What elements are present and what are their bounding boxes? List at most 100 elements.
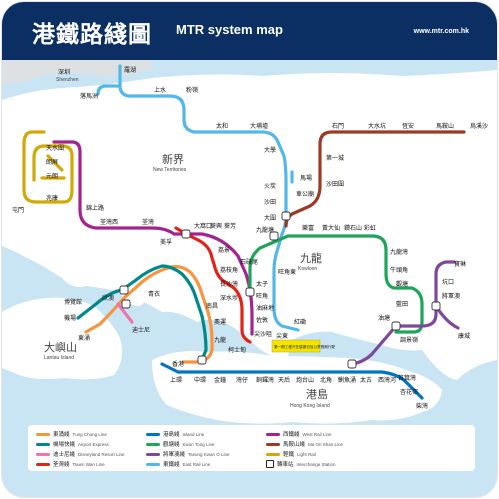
station-sheung-wan[interactable]: 上環 xyxy=(170,376,182,384)
station-long-ping[interactable]: 朗屏 xyxy=(46,158,58,166)
station-university[interactable]: 大學 xyxy=(264,146,276,154)
station-kowloon-tong[interactable]: 九龍塘 xyxy=(256,226,274,234)
interchange-prince-edward[interactable] xyxy=(245,287,255,297)
station-lohas-park[interactable]: 康城 xyxy=(458,332,470,340)
station-diamond-hill[interactable]: 鑽石山 xyxy=(344,224,362,232)
station-lok-fu[interactable]: 樂富 xyxy=(302,224,314,232)
station-kwai-hing[interactable]: 葵興 xyxy=(210,222,222,230)
station-ma-on-shan[interactable]: 馬鞍山 xyxy=(436,122,454,130)
station-yuen-long[interactable]: 元朗 xyxy=(46,172,58,180)
station-shek-mun[interactable]: 石門 xyxy=(332,123,344,130)
station-austin[interactable]: 柯士甸 xyxy=(228,346,246,354)
station-tin-shui-wai[interactable]: 天水圍 xyxy=(46,144,64,152)
station-asiaworld[interactable]: 博覽館 xyxy=(64,298,82,306)
station-lok-ma-chau[interactable]: 落馬洲 xyxy=(80,92,98,100)
station-chai-wan[interactable]: 柴灣 xyxy=(416,402,428,410)
station-hung-hom[interactable]: 紅磡 xyxy=(294,318,306,326)
station-shau-kei-wan[interactable]: 筲箕灣 xyxy=(398,374,416,382)
station-yau-tong[interactable]: 油塘 xyxy=(378,314,390,322)
station-jordan[interactable]: 佐敦 xyxy=(256,316,268,324)
station-east-tsim-sha-tsui[interactable]: 尖東 xyxy=(276,332,288,340)
station-tai-koo[interactable]: 太古 xyxy=(360,376,372,384)
station-fanling[interactable]: 粉嶺 xyxy=(186,86,198,94)
station-tai-shui-hang[interactable]: 大水坑 xyxy=(368,122,386,130)
station-sai-wan-ho[interactable]: 西灣河 xyxy=(378,376,396,384)
station-cheung-sha-wan[interactable]: 長沙灣 xyxy=(220,280,238,288)
station-tuen-mun[interactable]: 屯門 xyxy=(12,206,24,214)
station-fo-tan[interactable]: 火炭 xyxy=(264,183,276,190)
station-choi-hung[interactable]: 彩虹 xyxy=(364,224,376,232)
station-sunny-bay[interactable]: 欣澳 xyxy=(102,294,114,302)
interchange-tai-wai[interactable] xyxy=(281,211,291,221)
station-mei-foo[interactable]: 美孚 xyxy=(160,238,172,246)
station-admiralty[interactable]: 金鐘 xyxy=(214,376,226,384)
station-disneyland[interactable]: 迪士尼 xyxy=(132,326,150,334)
station-tsuen-wan-west[interactable]: 荃灣西 xyxy=(100,218,118,226)
station-causeway-bay[interactable]: 銅鑼灣 xyxy=(256,376,274,384)
station-tseung-kwan-o[interactable]: 將軍澳 xyxy=(442,292,460,300)
interchange-tko[interactable] xyxy=(431,301,441,311)
interchange-kowloon-tong[interactable] xyxy=(269,231,279,241)
station-sha-tin-wai[interactable]: 沙田圍 xyxy=(326,181,344,188)
interchange-central[interactable] xyxy=(197,355,207,365)
station-kowloon[interactable]: 九龍 xyxy=(214,336,226,344)
station-heng-fa-chuen[interactable]: 杏花邨 xyxy=(400,388,418,396)
station-tai-wo-hau[interactable]: 大窩口 xyxy=(194,222,212,230)
station-sheung-shui[interactable]: 上水 xyxy=(154,86,166,94)
station-kwai-fong[interactable]: 葵芳 xyxy=(224,222,236,230)
station-hong-kong[interactable]: 香港 xyxy=(172,360,184,368)
station-hang-hau[interactable]: 坑口 xyxy=(442,278,454,286)
station-olympic[interactable]: 奧運 xyxy=(214,318,226,326)
interchange-tsing-yi[interactable] xyxy=(119,285,129,295)
station-shek-kip-mei[interactable]: 石硤尾 xyxy=(240,258,258,266)
tung-chung-line xyxy=(84,265,214,364)
station-quarry-bay[interactable]: 鰂魚涌 xyxy=(338,376,356,384)
station-siu-hong[interactable]: 兆康 xyxy=(46,194,58,202)
station-tai-wo[interactable]: 太和 xyxy=(216,122,228,130)
east-rail-line xyxy=(118,64,300,332)
station-fortress-hill[interactable]: 炮台山 xyxy=(296,376,314,384)
station-mong-kok[interactable]: 旺角 xyxy=(256,292,268,300)
station-sha-tin[interactable]: 沙田 xyxy=(264,199,276,206)
station-yau-ma-tei[interactable]: 油麻地 xyxy=(256,304,274,312)
station-che-kung-temple[interactable]: 車公廟 xyxy=(296,190,314,198)
station-lam-tin[interactable]: 藍田 xyxy=(396,300,408,308)
station-ngau-tau-kok[interactable]: 牛頭角 xyxy=(390,266,408,274)
station-wan-chai[interactable]: 灣仔 xyxy=(236,376,248,384)
station-po-lam[interactable]: 寶琳 xyxy=(454,260,466,268)
station-kowloon-bay[interactable]: 九龍灣 xyxy=(390,248,408,256)
station-prince-edward[interactable]: 太子 xyxy=(256,280,268,288)
legend-swatch xyxy=(36,462,50,466)
station-heng-on[interactable]: 恆安 xyxy=(402,122,414,130)
station-wu-kai-sha[interactable]: 烏溪沙 xyxy=(470,122,488,130)
interchange-north-point[interactable] xyxy=(347,359,357,369)
station-mong-kok-east[interactable]: 旺角東 xyxy=(278,268,296,276)
station-lai-chi-kok[interactable]: 荔枝角 xyxy=(220,266,238,274)
station-tai-po-market[interactable]: 大埔墟 xyxy=(250,122,268,130)
station-lai-king[interactable]: 荔景 xyxy=(218,246,230,254)
website-url[interactable]: www.mtr.com.hk xyxy=(413,28,469,35)
interchange-mei-foo[interactable] xyxy=(181,229,191,239)
station-tung-chung[interactable]: 東涌 xyxy=(78,334,90,342)
station-wong-tai-sin[interactable]: 黃大仙 xyxy=(322,224,340,232)
station-racecourse[interactable]: 馬場 xyxy=(300,174,312,182)
station-tiu-keng-leng[interactable]: 調景嶺 xyxy=(400,336,418,344)
station-tsuen-wan[interactable]: 荃灣 xyxy=(142,218,154,226)
station-airport[interactable]: 機場 xyxy=(64,314,76,322)
legend-label-zh: 港島綫 xyxy=(163,432,180,438)
station-lo-wu[interactable]: 羅湖 xyxy=(124,66,136,74)
station-central[interactable]: 中環 xyxy=(194,376,206,384)
station-sham-shui-po[interactable]: 深水埗 xyxy=(220,294,238,302)
interchange-sunny-bay[interactable] xyxy=(121,299,131,309)
station-tsing-yi[interactable]: 青衣 xyxy=(148,290,160,298)
station-kwun-tong[interactable]: 觀塘 xyxy=(396,280,408,288)
station-tin-hau[interactable]: 天后 xyxy=(278,376,290,384)
interchange-yau-tong[interactable] xyxy=(391,321,401,331)
station-city-one[interactable]: 第一城 xyxy=(326,154,344,162)
station-tai-wai[interactable]: 大圍 xyxy=(264,214,276,222)
station-tsim-sha-tsui[interactable]: 尖沙咀 xyxy=(254,330,272,338)
station-north-point[interactable]: 北角 xyxy=(320,376,332,384)
station-kam-sheung-road[interactable]: 錦上路 xyxy=(86,204,104,212)
station-nam-cheong[interactable]: 南昌 xyxy=(206,302,218,310)
